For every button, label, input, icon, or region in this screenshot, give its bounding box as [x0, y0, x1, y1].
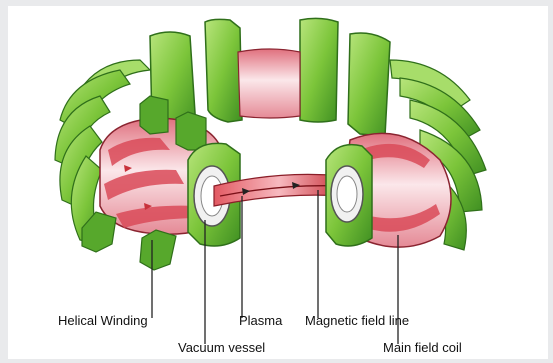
- label-main-field-coil: Main field coil: [383, 340, 462, 355]
- label-vacuum-vessel: Vacuum vessel: [178, 340, 265, 355]
- label-magnetic-field-line: Magnetic field line: [305, 313, 409, 328]
- vacuum-vessel-back: [238, 49, 300, 118]
- label-plasma: Plasma: [239, 313, 282, 328]
- label-helical-winding: Helical Winding: [58, 313, 148, 328]
